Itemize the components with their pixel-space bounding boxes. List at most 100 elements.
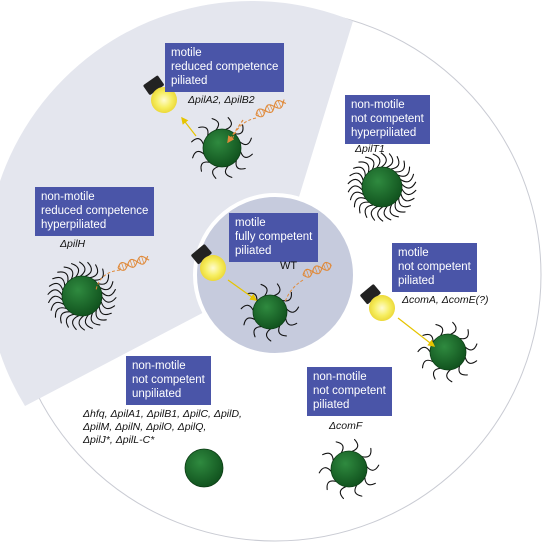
pilus-line xyxy=(239,137,252,146)
dna-uptake-path xyxy=(231,117,257,141)
pilus-line xyxy=(243,317,256,326)
pilus-line xyxy=(358,201,370,214)
dna-rung xyxy=(121,262,125,271)
bacterial-cell-icon xyxy=(252,294,288,330)
lamp-base xyxy=(191,244,212,264)
dna-rung xyxy=(256,111,260,117)
dna-rung xyxy=(141,256,145,264)
pilus-line xyxy=(353,166,366,177)
trait-line: motile xyxy=(171,47,202,59)
pilus-line xyxy=(389,203,399,218)
pilus-line xyxy=(383,205,392,221)
pilus-line xyxy=(464,356,478,364)
pilus-line xyxy=(349,172,364,181)
pilus-line xyxy=(198,126,209,136)
dna-rung xyxy=(323,264,327,271)
label-pilA2-pilB2: motile reduced competence piliated xyxy=(165,43,285,92)
dna-rung xyxy=(138,257,142,264)
pilus-line xyxy=(459,329,469,340)
mutant-text: ΔcomA, ΔcomE(?) xyxy=(402,294,489,306)
bacterial-cell-icon xyxy=(330,450,368,488)
trait-line: piliated xyxy=(313,399,350,411)
pilus-line xyxy=(99,281,114,291)
trait-line: piliated xyxy=(171,75,208,87)
pilus-line xyxy=(358,161,370,173)
dna-strand xyxy=(302,264,332,278)
pilus-line xyxy=(224,165,233,178)
pilus-line xyxy=(339,486,347,500)
pilus-line xyxy=(370,205,379,221)
trait-line: non-motile xyxy=(351,99,405,111)
pilus-line xyxy=(95,309,107,321)
pilus-line xyxy=(48,295,63,304)
pilus-line xyxy=(385,153,394,169)
pilus-line xyxy=(63,266,74,280)
dna-strand xyxy=(302,261,332,276)
pilus-line xyxy=(322,452,334,461)
mutant-text: ΔpilJ*, ΔpilL-C* xyxy=(83,434,155,446)
label-pilT1: non-motile not competent hyperpiliated xyxy=(345,95,430,144)
bacterial-cell-icon xyxy=(361,166,403,208)
dna-uptake-path xyxy=(95,269,121,291)
mutant-text: ΔpilM, ΔpilN, ΔpilO, ΔpilQ, xyxy=(83,421,207,433)
pilus-line xyxy=(326,480,337,491)
trait-line: non-motile xyxy=(41,191,95,203)
pilus-line xyxy=(234,124,244,135)
pilus-line xyxy=(265,328,272,342)
pilus-line xyxy=(253,326,262,338)
pilus-line xyxy=(191,138,204,145)
pilus-line xyxy=(79,261,86,277)
pilus-line xyxy=(211,118,220,131)
pilus-line xyxy=(72,315,80,331)
lamp-icon xyxy=(360,284,395,321)
dna-rung xyxy=(312,270,315,273)
pilus-line xyxy=(50,301,65,311)
dna-rung xyxy=(261,109,265,114)
mutant-pilT1: ΔpilT1 xyxy=(355,143,385,156)
pilus-line xyxy=(212,166,219,179)
pilus-line xyxy=(57,271,69,283)
trait-line: fully competent xyxy=(235,231,313,243)
lamp-bulb xyxy=(369,295,395,321)
mutant-text: ΔcomF xyxy=(329,420,363,432)
mutant-unpiliated: Δhfq, ΔpilA1, ΔpilB1, ΔpilC, ΔpilD, Δpil… xyxy=(83,408,242,447)
pilus-line xyxy=(435,323,444,337)
trait-line: non-motile xyxy=(132,360,186,372)
dna-rung xyxy=(144,257,147,261)
arrow xyxy=(227,119,244,144)
trait-line: not competent xyxy=(351,113,424,125)
trait-line: reduced competence xyxy=(41,205,149,217)
pilus-line xyxy=(458,365,468,376)
label-wt: motile fully competent piliated xyxy=(229,213,319,262)
pilus-line xyxy=(417,346,431,353)
dna-rung xyxy=(329,263,332,267)
pilus-line xyxy=(192,150,205,159)
mutant-pilH: ΔpilH xyxy=(60,238,85,251)
pilus-line xyxy=(240,151,253,158)
pilus-line xyxy=(366,464,380,471)
pilus-line xyxy=(52,276,66,287)
arrow xyxy=(227,279,258,301)
pilus-line xyxy=(286,306,300,313)
pilus-line xyxy=(65,313,75,328)
pilus-line xyxy=(200,161,210,172)
pilus-line xyxy=(48,282,64,291)
lamp-bulb xyxy=(200,255,226,281)
dna-helix-icon xyxy=(255,99,287,118)
label-comA-comE: motile not competent piliated xyxy=(392,243,477,292)
dna-rung xyxy=(129,259,133,268)
dna-rung xyxy=(306,269,310,278)
pilus-line xyxy=(397,166,411,177)
pilus-line xyxy=(70,263,80,278)
pilus-line xyxy=(450,321,457,335)
bacterial-cell-icon xyxy=(184,448,224,488)
lamp-bulb xyxy=(151,87,177,113)
pilus-line xyxy=(281,291,292,302)
pilus-line xyxy=(90,312,101,326)
pilus-line xyxy=(401,181,417,189)
trait-line: piliated xyxy=(235,245,272,257)
trait-line: hyperpiliated xyxy=(351,127,417,139)
lamp-icon xyxy=(191,244,226,281)
dna-rung xyxy=(309,269,312,275)
dna-rung xyxy=(258,109,263,117)
